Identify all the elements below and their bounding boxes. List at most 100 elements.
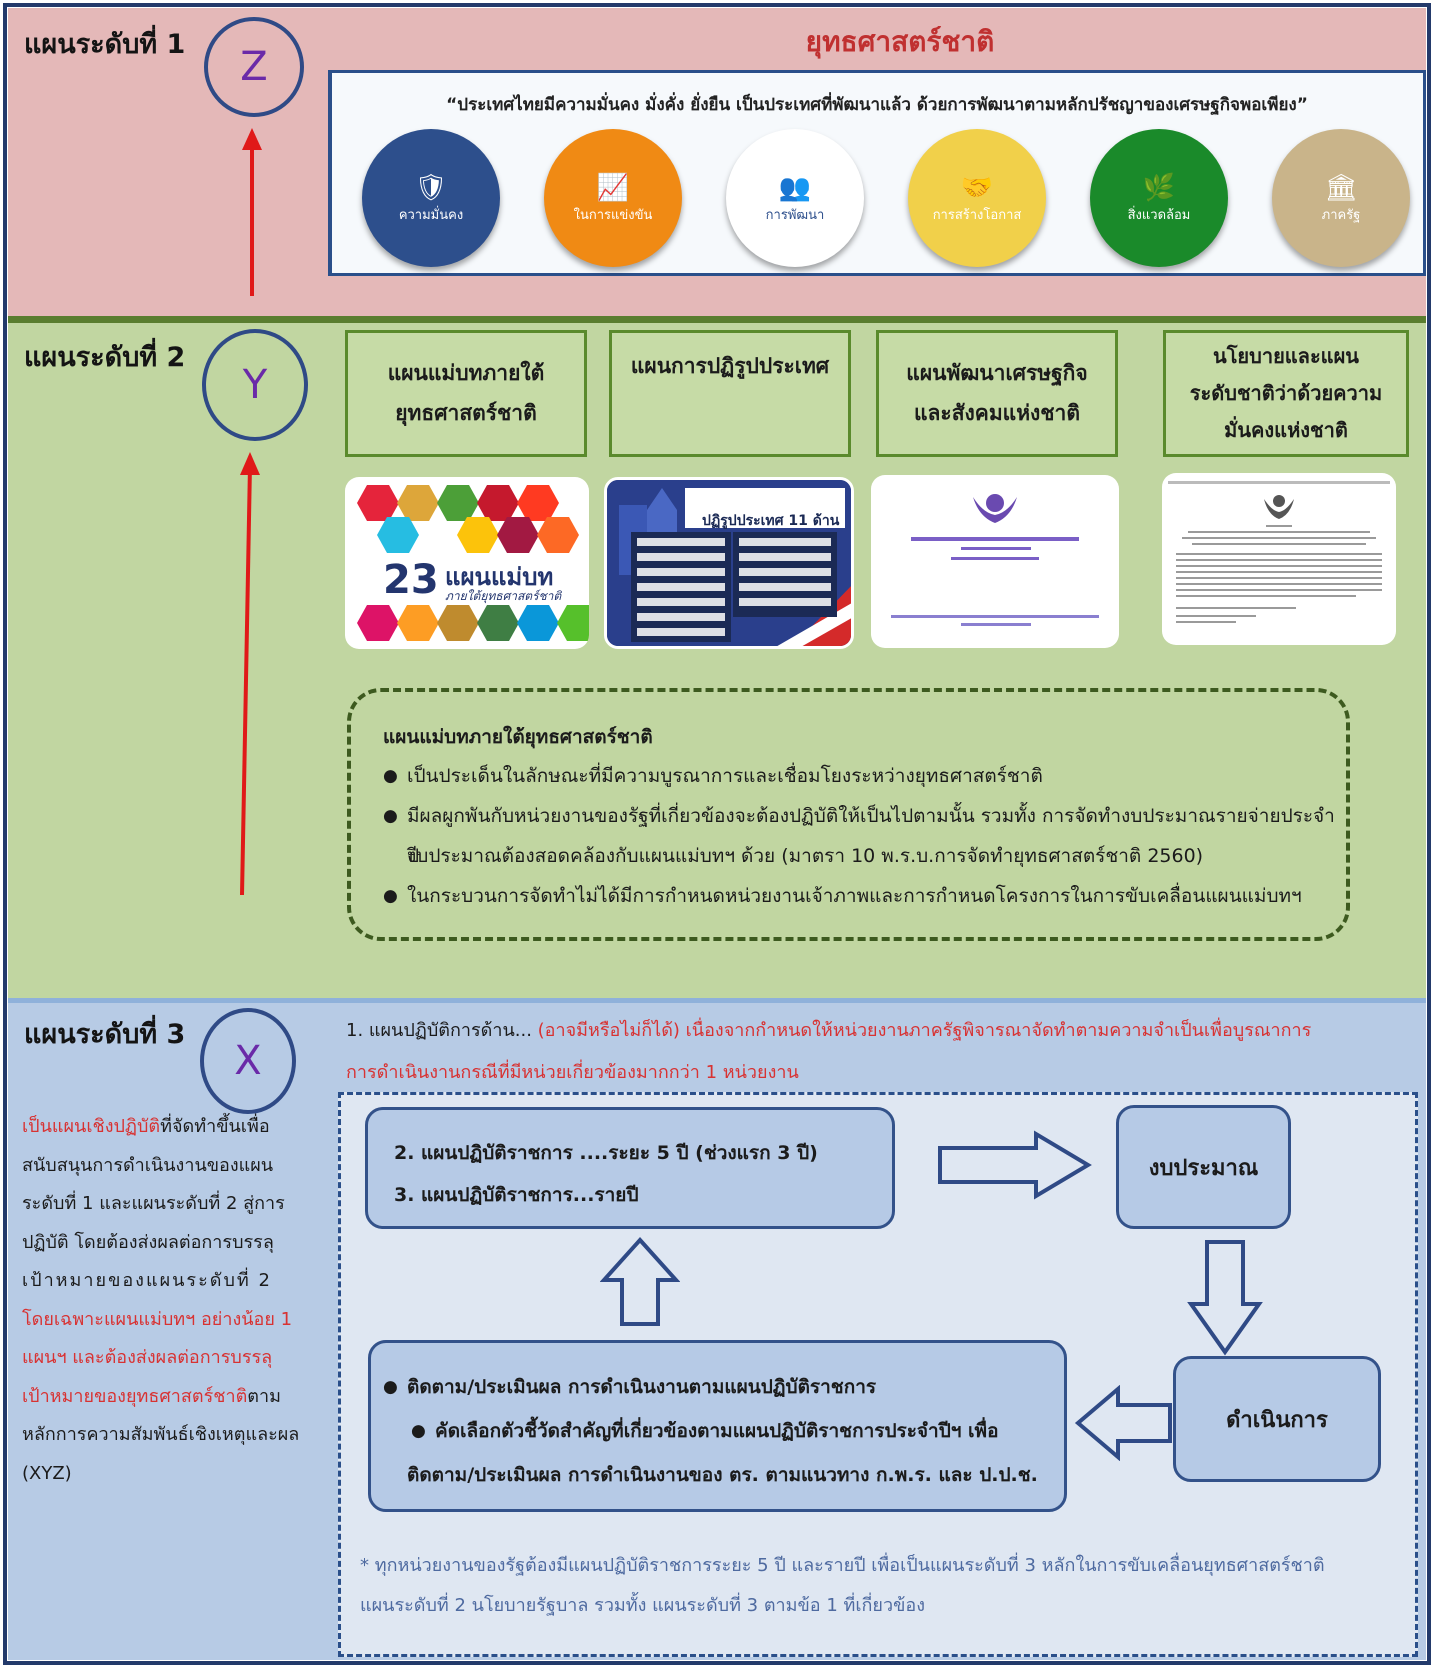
desc-line-10: (XYZ) bbox=[22, 1462, 72, 1484]
announcement-doc bbox=[1168, 481, 1390, 623]
building-icon: 🏛 bbox=[1324, 172, 1358, 203]
medal-security-label: ความมั่นคง bbox=[398, 207, 464, 223]
footnote-line1: * ทุกหน่วยงานของรัฐต้องมีแผนปฏิบัติราชกา… bbox=[360, 1555, 1325, 1576]
strategy-medals: 🛡 ความมั่นคง 📈 ในการแข่งขัน 👥 การพัฒนา 🤝… bbox=[362, 125, 1422, 275]
box-master-plan-line2: ยุทธศาสตร์ชาติ bbox=[395, 400, 537, 425]
medal-social-equality-label: การสร้างโอกาส bbox=[932, 207, 1022, 223]
medal-security: 🛡 ความมั่นคง bbox=[362, 129, 500, 267]
desc-line-8-red: เป้าหมายของยุทธศาสตร์ชาติ bbox=[22, 1385, 248, 1407]
desc-line-1: เป็นแผนเชิงปฏิบัติที่จัดทำขึ้นเพื่อ bbox=[22, 1108, 322, 1147]
monitor-line1: ติดตาม/ประเมินผล การดำเนินงานตามแผนปฏิบั… bbox=[383, 1367, 876, 1407]
outer-frame bbox=[3, 3, 1431, 1665]
item1-red1: (อาจมีหรือไม่ก็ได้) เนื่องจากกำหนดให้หน่… bbox=[531, 1020, 1312, 1041]
circle-y-letter: Y bbox=[242, 362, 268, 408]
medal-competitiveness: 📈 ในการแข่งขัน bbox=[544, 129, 682, 267]
vision-panel: “ประเทศไทยมีความมั่นคง มั่งคั่ง ยั่งยืน … bbox=[328, 70, 1426, 276]
circle-y: Y bbox=[202, 329, 308, 441]
desc-line-8-black: ตาม bbox=[247, 1385, 281, 1407]
footnote-line2: แผนระดับที่ 2 นโยบายรัฐบาล รวมทั้ง แผนระ… bbox=[360, 1595, 925, 1616]
vision-text: “ประเทศไทยมีความมั่นคง มั่งคั่ง ยั่งยืน … bbox=[446, 95, 1308, 115]
thumb-security-policy bbox=[1162, 473, 1396, 645]
operate-box: ดำเนินการ bbox=[1173, 1356, 1381, 1482]
note-bullet-2: มีผลผูกพันกับหน่วยงานของรัฐที่เกี่ยวข้อง… bbox=[383, 796, 1346, 876]
level1-label: แผนระดับที่ 1 bbox=[24, 29, 186, 60]
arrow-down-icon bbox=[1187, 1240, 1263, 1356]
master-plan-note: แผนแม่บทภายใต้ยุทธศาสตร์ชาติ เป็นประเด็น… bbox=[347, 688, 1350, 941]
garuda-emblem-icon bbox=[973, 494, 1017, 523]
budget-label: งบประมาณ bbox=[1148, 1155, 1259, 1181]
level3-description: เป็นแผนเชิงปฏิบัติที่จัดทำขึ้นเพื่อ สนับ… bbox=[22, 1108, 322, 1493]
operate-label: ดำเนินการ bbox=[1226, 1407, 1328, 1433]
desc-line-4: ปฏิบัติ โดยต้องส่งผลต่อการบรรลุ bbox=[22, 1231, 274, 1253]
thumb-reform-plan: ปฏิรูปประเทศ 11 ด้าน bbox=[604, 477, 854, 649]
plan-box-line2: 3. แผนปฏิบัติราชการ...รายปี bbox=[394, 1184, 639, 1206]
box-security-policy-line1: นโยบายและแผน bbox=[1213, 344, 1359, 368]
note-heading: แผนแม่บทภายใต้ยุทธศาสตร์ชาติ bbox=[383, 726, 653, 748]
item1-text: 1. แผนปฏิบัติการด้าน... (อาจมีหรือไม่ก็ไ… bbox=[346, 1010, 1416, 1094]
thumb-master-plan-sub: ภายใต้ยุทธศาสตร์ชาติ bbox=[445, 589, 562, 603]
box-master-plan-line1: แผนแม่บทภายใต้ bbox=[387, 360, 545, 385]
thumb-economic-plan bbox=[871, 475, 1119, 648]
box-economic-plan-line2: และสังคมแห่งชาติ bbox=[914, 400, 1080, 425]
footnote: * ทุกหน่วยงานของรัฐต้องมีแผนปฏิบัติราชกา… bbox=[360, 1546, 1410, 1626]
arrow-up-icon bbox=[600, 1237, 680, 1326]
box-security-policy-line3: มั่นคงแห่งชาติ bbox=[1224, 418, 1348, 442]
note-bullet-2-cont: งบประมาณต้องสอดคล้องกับแผนแม่บทฯ ด้วย (ม… bbox=[407, 845, 1204, 867]
desc-line-6: โดยเฉพาะแผนแม่บทฯ อย่างน้อย 1 bbox=[22, 1308, 293, 1330]
monitor-line3: ติดตาม/ประเมินผล การดำเนินงานของ ตร. ตาม… bbox=[407, 1464, 1038, 1486]
item1-black: 1. แผนปฏิบัติการด้าน... bbox=[346, 1020, 532, 1041]
plan-box: 2. แผนปฏิบัติราชการ ....ระยะ 5 ปี (ช่วงแ… bbox=[365, 1107, 895, 1229]
arrow-y-to-z bbox=[242, 128, 262, 296]
box-economic-plan: แผนพัฒนาเศรษฐกิจและสังคมแห่งชาติ bbox=[876, 330, 1118, 457]
desc-line-7: แผนฯ และต้องส่งผลต่อการบรรลุ bbox=[22, 1347, 273, 1368]
note-bullet-3: ในกระบวนการจัดทำไม่ได้มีการกำหนดหน่วยงาน… bbox=[383, 876, 1302, 916]
note-bullet-1: เป็นประเด็นในลักษณะที่มีความบูรณาการและเ… bbox=[383, 756, 1043, 796]
people-icon: 👥 bbox=[778, 172, 812, 203]
chart-icon: 📈 bbox=[596, 172, 630, 203]
note-bullet-2a: มีผลผูกพันกับหน่วยงานของรัฐที่เกี่ยวข้อง… bbox=[407, 805, 1335, 867]
medal-environment: 🌿 สิ่งแวดล้อม bbox=[1090, 129, 1228, 267]
desc-line-3: ระดับที่ 1 และแผนระดับที่ 2 สู่การ bbox=[22, 1193, 285, 1214]
level1-title: ยุทธศาสตร์ชาติ bbox=[805, 25, 995, 58]
circle-x: X bbox=[200, 1008, 296, 1114]
item1-line1: 1. แผนปฏิบัติการด้าน... (อาจมีหรือไม่ก็ไ… bbox=[346, 1010, 1416, 1052]
budget-box: งบประมาณ bbox=[1116, 1105, 1291, 1229]
medal-public-sector-label: ภาครัฐ bbox=[1321, 207, 1361, 223]
thumb-reform-title: ปฏิรูปประเทศ 11 ด้าน bbox=[702, 513, 840, 529]
desc-line-8: เป้าหมายของยุทธศาสตร์ชาติตาม bbox=[22, 1378, 322, 1417]
level3-label: แผนระดับที่ 3 bbox=[24, 1019, 186, 1050]
monitor-box: ติดตาม/ประเมินผล การดำเนินงานตามแผนปฏิบั… bbox=[368, 1340, 1067, 1512]
box-security-policy-line2: ระดับชาติว่าด้วยความ bbox=[1189, 381, 1383, 405]
thumb-master-plan-number: 23 bbox=[383, 557, 439, 603]
box-economic-plan-line1: แผนพัฒนาเศรษฐกิจ bbox=[906, 360, 1088, 385]
desc-line-1-black: ที่จัดทำขึ้นเพื่อ bbox=[160, 1116, 270, 1137]
box-master-plan: แผนแม่บทภายใต้ยุทธศาสตร์ชาติ bbox=[345, 330, 587, 457]
circle-z-letter: Z bbox=[240, 44, 268, 90]
document-cover bbox=[891, 494, 1099, 626]
medal-social-equality: 🤝 การสร้างโอกาส bbox=[908, 129, 1046, 267]
desc-line-9: หลักการความสัมพันธ์เชิงเหตุและผล bbox=[22, 1424, 300, 1445]
red-arrows bbox=[240, 128, 262, 896]
desc-line-2: สนับสนุนการดำเนินงานของแผน bbox=[22, 1154, 274, 1176]
medal-human-development: 👥 การพัฒนา bbox=[726, 129, 864, 267]
medal-competitiveness-label: ในการแข่งขัน bbox=[573, 207, 653, 223]
box-reform-plan: แผนการปฏิรูปประเทศ bbox=[609, 330, 851, 457]
desc-line-1-red: เป็นแผนเชิงปฏิบัติ bbox=[22, 1116, 161, 1137]
medal-public-sector: 🏛 ภาครัฐ bbox=[1272, 129, 1410, 267]
plan-box-line1: 2. แผนปฏิบัติราชการ ....ระยะ 5 ปี (ช่วงแ… bbox=[394, 1142, 818, 1164]
thumb-master-plan: 23 แผนแม่บท ภายใต้ยุทธศาสตร์ชาติ bbox=[345, 477, 589, 649]
reform-graphic bbox=[607, 480, 851, 646]
box-reform-plan-line1: แผนการปฏิรูปประเทศ bbox=[630, 354, 830, 378]
box-security-policy: นโยบายและแผนระดับชาติว่าด้วยความมั่นคงแห… bbox=[1163, 330, 1409, 457]
shield-icon: 🛡 bbox=[414, 172, 448, 203]
arrow-left-icon bbox=[1074, 1385, 1172, 1461]
garuda-emblem-icon bbox=[1264, 495, 1294, 519]
circle-x-letter: X bbox=[234, 1038, 262, 1084]
circle-z: Z bbox=[204, 17, 304, 117]
thumb-master-plan-title: แผนแม่บท bbox=[445, 563, 554, 591]
hands-icon: 🤝 bbox=[960, 172, 994, 203]
monitor-line2: คัดเลือกตัวชี้วัดสำคัญที่เกี่ยวข้องตามแผ… bbox=[411, 1411, 999, 1451]
arrow-x-to-y bbox=[240, 452, 260, 896]
item1-red2: การดำเนินงานกรณีที่มีหน่วยเกี่ยวข้องมากก… bbox=[346, 1062, 799, 1083]
arrow-right-icon bbox=[938, 1130, 1092, 1200]
